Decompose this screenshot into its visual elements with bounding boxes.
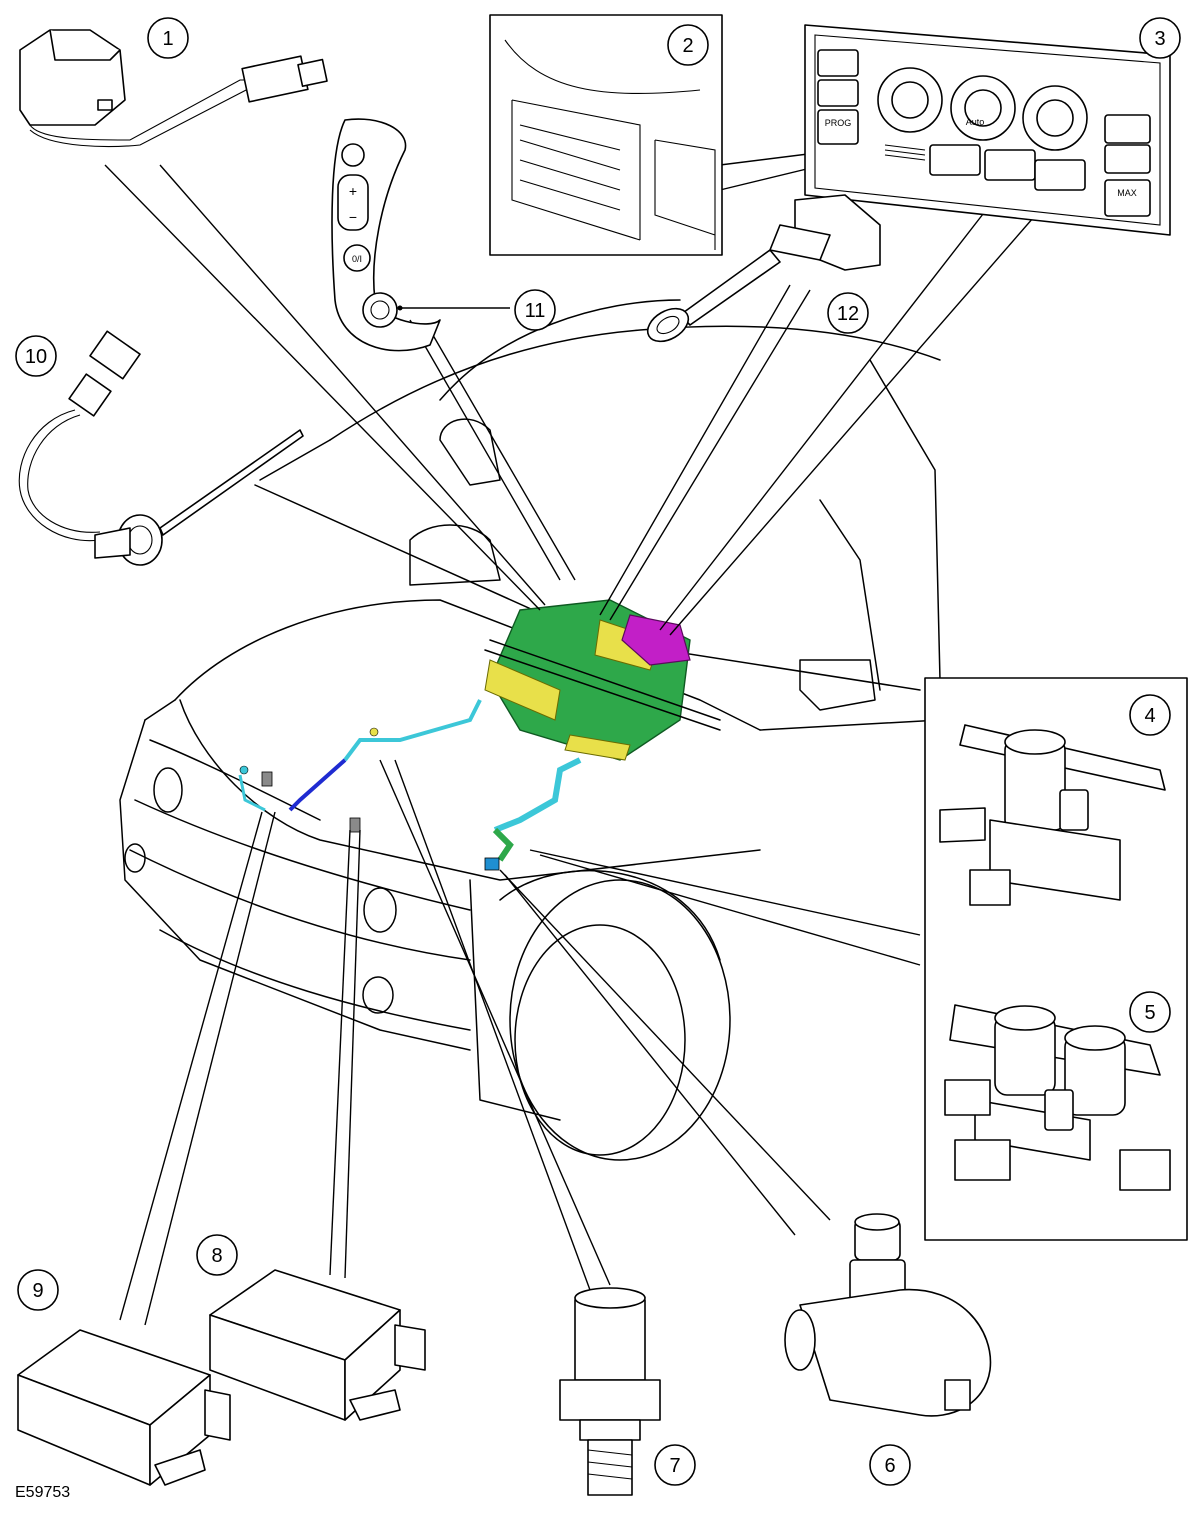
callout-11: 11: [514, 289, 556, 331]
component-1-sensor: [19, 29, 328, 148]
hvac-unit: [238, 599, 721, 871]
callout-3: 3: [1139, 17, 1181, 59]
callout-5: 5: [1129, 991, 1171, 1033]
component-6-auxiliary-pump: [784, 1213, 992, 1417]
component-10-temperature-probe: [18, 330, 304, 566]
auto-button-label: Auto: [966, 117, 985, 127]
callout-label-10: 10: [25, 346, 47, 368]
callout-10: 10: [15, 335, 57, 377]
callout-label-6: 6: [884, 1455, 895, 1477]
power-button-label: 0/I: [352, 254, 362, 264]
callout-8: 8: [196, 1234, 238, 1276]
callout-7: 7: [654, 1444, 696, 1486]
callout-2: 2: [667, 24, 709, 66]
max-button-label: MAX: [1117, 188, 1137, 198]
prog-button-label: PROG: [825, 118, 852, 128]
leader-lines: [104, 144, 1041, 1326]
component-12-sensor-with-aspirator: [646, 194, 881, 343]
component-9-module: [17, 1329, 231, 1486]
callout-label-12: 12: [837, 303, 859, 325]
component-3-climate-control-panel: PROG Auto MAX: [804, 24, 1171, 236]
callout-label-1: 1: [162, 28, 173, 50]
callouts: 1 2 3 4 5 6 7 8: [15, 17, 1181, 1486]
component-5-twin-water-valve: [944, 1004, 1171, 1191]
callout-1: 1: [147, 17, 189, 59]
component-8-module: [209, 1269, 426, 1421]
plus-button-label: +: [349, 183, 357, 199]
callout-12: 12: [827, 292, 869, 334]
callout-label-2: 2: [682, 35, 693, 57]
callout-6: 6: [869, 1444, 911, 1486]
callout-label-9: 9: [32, 1280, 43, 1302]
component-11-steering-wheel-controls: + − 0/I: [331, 118, 441, 352]
callout-4: 4: [1129, 694, 1171, 736]
component-7-pressure-sensor: [559, 1287, 661, 1496]
callout-label-8: 8: [211, 1245, 222, 1267]
control-module-housing: [621, 614, 691, 666]
callout-label-5: 5: [1144, 1002, 1155, 1024]
callout-label-4: 4: [1144, 705, 1155, 727]
callout-label-3: 3: [1154, 28, 1165, 50]
callout-label-11: 11: [525, 300, 546, 322]
minus-button-label: −: [349, 209, 357, 225]
figure-id: E59753: [15, 1484, 70, 1501]
callout-label-7: 7: [669, 1455, 680, 1477]
callout-9: 9: [17, 1269, 59, 1311]
